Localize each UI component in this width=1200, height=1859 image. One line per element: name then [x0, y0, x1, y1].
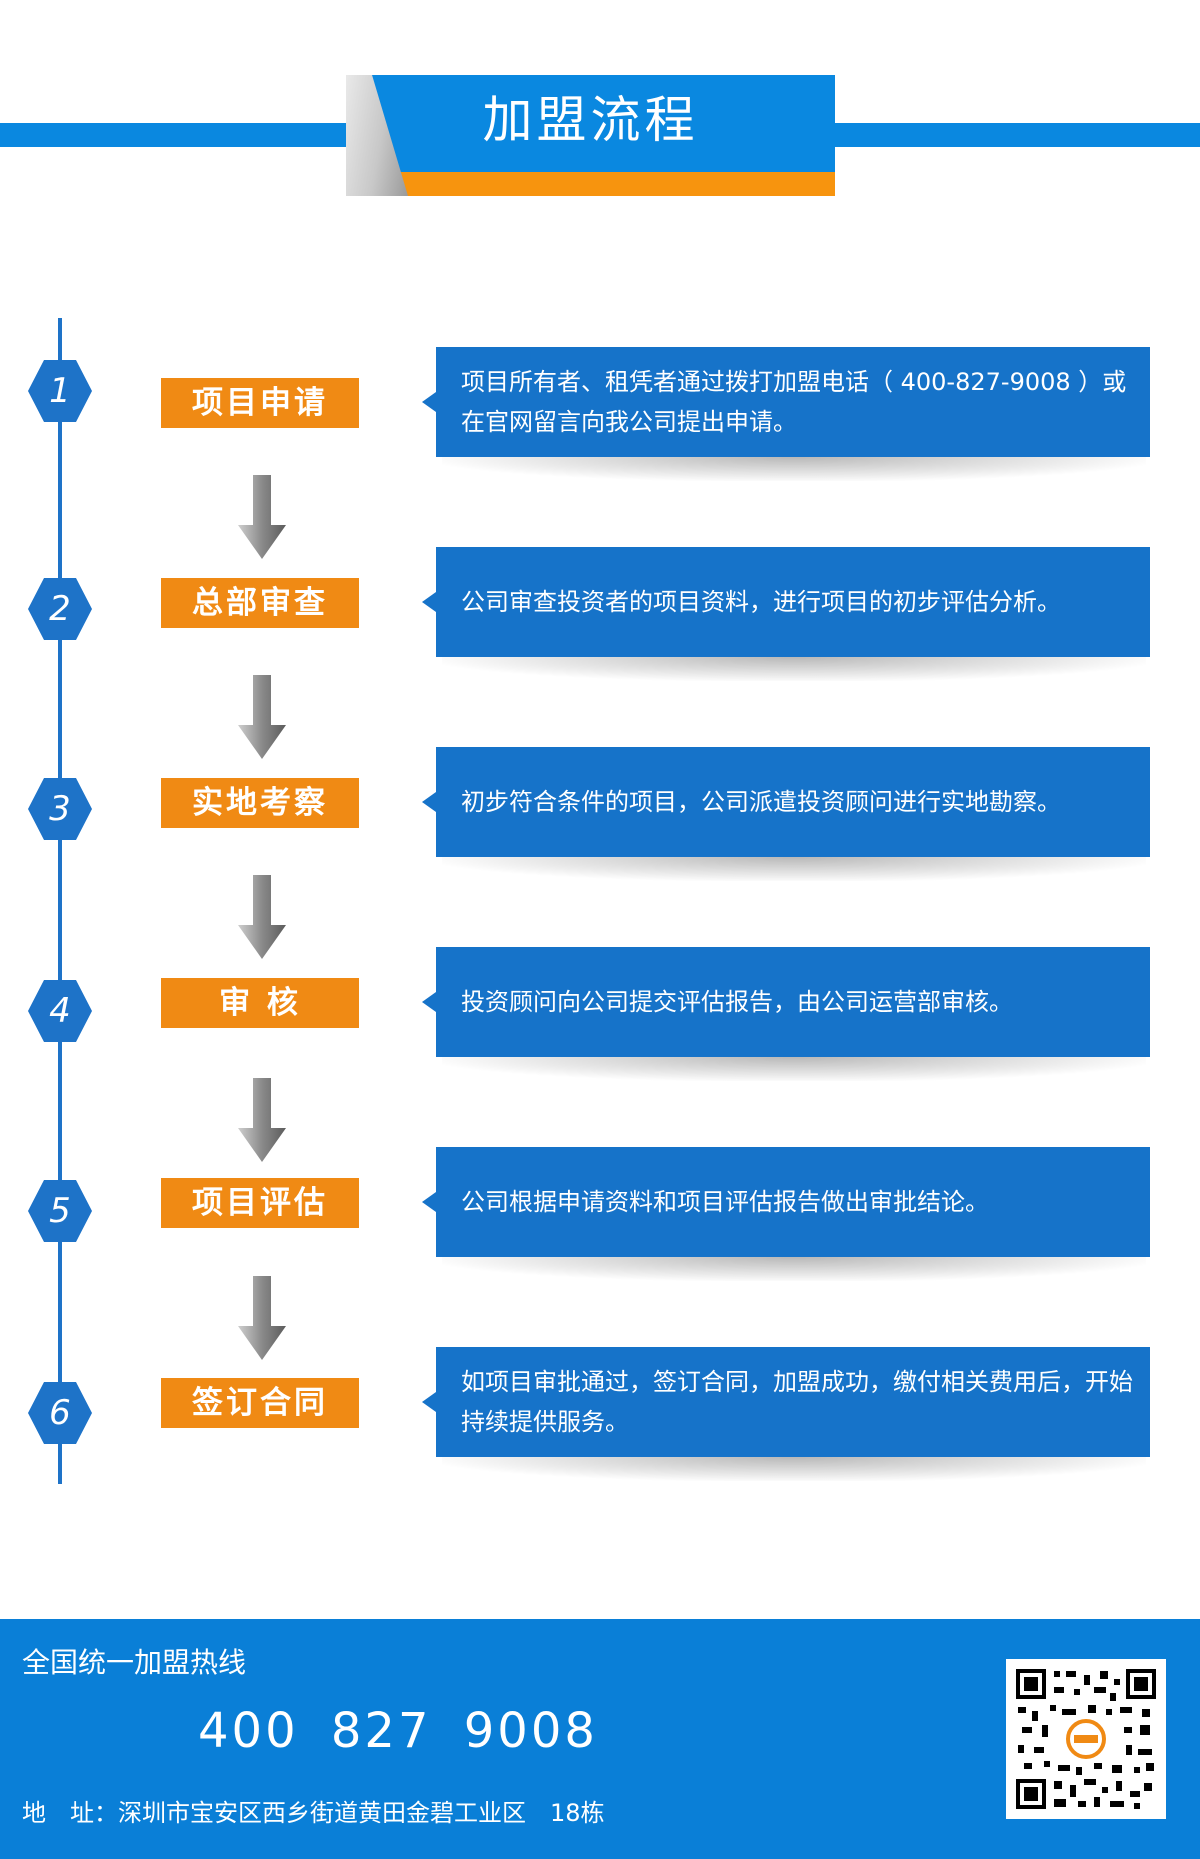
header-banner-blue	[346, 75, 835, 172]
step-3-number: 3	[28, 778, 92, 840]
header-banner: 加盟流程	[346, 75, 835, 196]
step-1-description-text: 项目所有者、租凭者通过拨打加盟电话（ 400-827-9008 ）或在官网留言向…	[461, 368, 1127, 436]
step-6-number: 6	[28, 1382, 92, 1444]
step-2-description-text: 公司审查投资者的项目资料，进行项目的初步评估分析。	[461, 588, 1061, 616]
address: 地 址：深圳市宝安区西乡街道黄田金碧工业区 18栋	[22, 1799, 605, 1827]
step-4-label: 审 核	[161, 978, 359, 1028]
step-5-description-text: 公司根据申请资料和项目评估报告做出审批结论。	[461, 1188, 989, 1216]
timeline-line	[58, 318, 62, 1484]
arrow-down-icon	[238, 875, 286, 959]
arrow-down-icon	[238, 1078, 286, 1162]
step-2-label: 总部审查	[161, 578, 359, 628]
step-6-description: 如项目审批通过，签订合同，加盟成功，缴付相关费用后，开始持续提供服务。	[422, 1347, 1150, 1457]
header-banner-orange	[346, 172, 835, 196]
qr-code-pattern	[1014, 1667, 1158, 1811]
hotline-label: 全国统一加盟热线	[22, 1646, 247, 1679]
step-4-description: 投资顾问向公司提交评估报告，由公司运营部审核。	[422, 947, 1150, 1057]
step-5-shadow	[442, 1257, 1146, 1281]
hotline-phone[interactable]: 400 827 9008	[198, 1703, 598, 1759]
step-1-shadow	[442, 457, 1146, 481]
step-3-shadow	[442, 857, 1146, 881]
footer: 全国统一加盟热线 400 827 9008 地 址：深圳市宝安区西乡街道黄田金碧…	[0, 1619, 1200, 1859]
step-2-shadow	[442, 657, 1146, 681]
qr-code-icon[interactable]	[1006, 1659, 1166, 1819]
step-5-description: 公司根据申请资料和项目评估报告做出审批结论。	[422, 1147, 1150, 1257]
step-3-description: 初步符合条件的项目，公司派遣投资顾问进行实地勘察。	[422, 747, 1150, 857]
step-3-description-text: 初步符合条件的项目，公司派遣投资顾问进行实地勘察。	[461, 788, 1061, 816]
step-2-number: 2	[28, 578, 92, 640]
step-1-description: 项目所有者、租凭者通过拨打加盟电话（ 400-827-9008 ）或在官网留言向…	[422, 347, 1150, 457]
step-4-number: 4	[28, 980, 92, 1042]
header-line-right	[835, 123, 1200, 147]
step-1-label: 项目申请	[161, 378, 359, 428]
page-title: 加盟流程	[482, 91, 699, 149]
step-3-label: 实地考察	[161, 778, 359, 828]
arrow-down-icon	[238, 475, 286, 559]
step-6-description-text: 如项目审批通过，签订合同，加盟成功，缴付相关费用后，开始持续提供服务。	[461, 1368, 1133, 1436]
step-6-shadow	[442, 1457, 1146, 1481]
header-line-left	[0, 123, 346, 147]
step-4-description-text: 投资顾问向公司提交评估报告，由公司运营部审核。	[461, 988, 1013, 1016]
step-5-label: 项目评估	[161, 1178, 359, 1228]
arrow-down-icon	[238, 675, 286, 759]
step-1-number: 1	[28, 360, 92, 422]
step-2-description: 公司审查投资者的项目资料，进行项目的初步评估分析。	[422, 547, 1150, 657]
step-5-number: 5	[28, 1180, 92, 1242]
arrow-down-icon	[238, 1276, 286, 1360]
step-4-shadow	[442, 1057, 1146, 1081]
step-6-label: 签订合同	[161, 1378, 359, 1428]
